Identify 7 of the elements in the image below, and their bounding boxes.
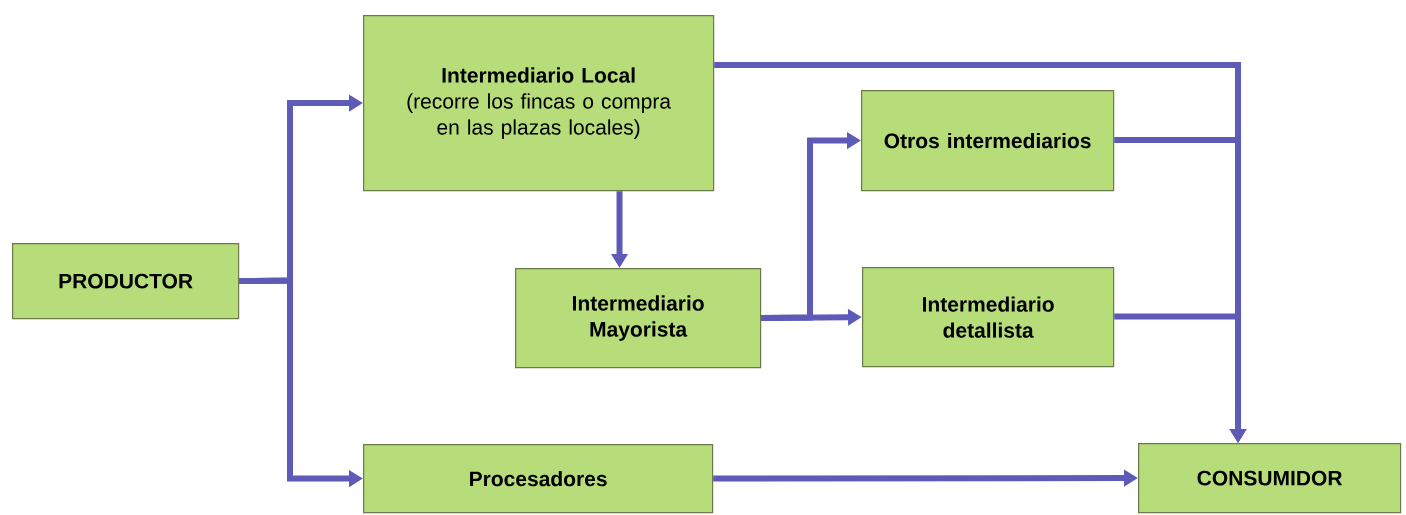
- process-box: Intermediario Mayorista: [515, 268, 762, 369]
- process-box: CONSUMIDOR: [1138, 443, 1402, 514]
- process-box: PRODUCTOR: [12, 243, 240, 320]
- process-box: Otros intermediarios: [861, 90, 1115, 192]
- process-box: Procesadores: [363, 444, 714, 514]
- process-box: Intermediario Local (recorre los fincas o compra en las plazas locales): [363, 15, 715, 192]
- process-box: Intermediario detallista: [862, 267, 1115, 368]
